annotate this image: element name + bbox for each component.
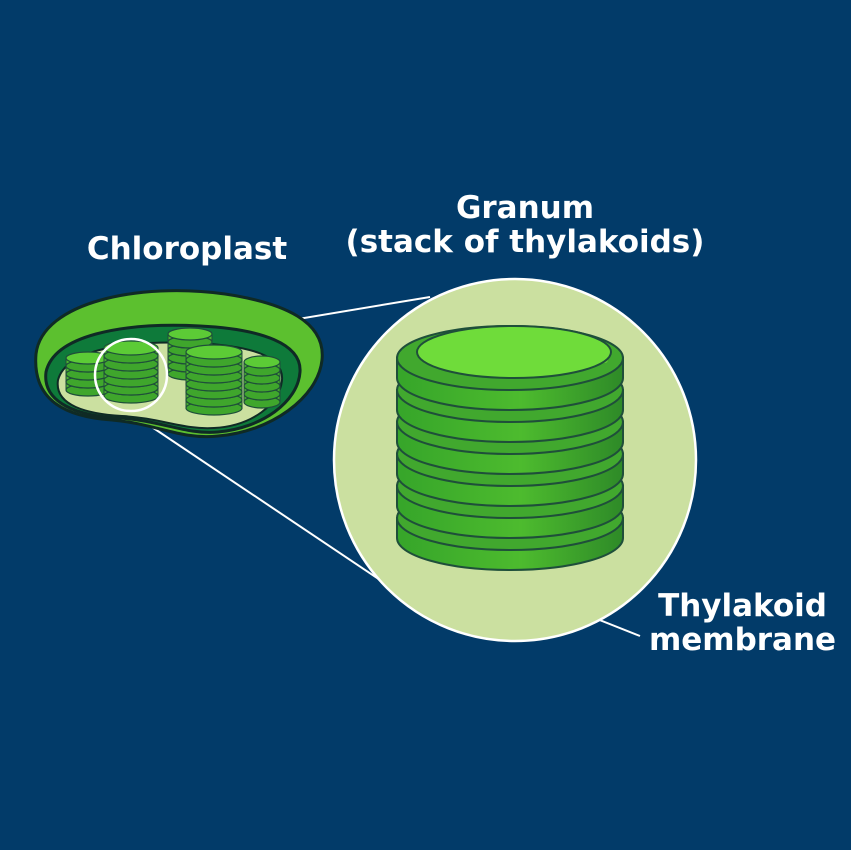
granum-label-line2: (stack of thylakoids) bbox=[345, 224, 705, 260]
small-granum-center bbox=[185, 344, 243, 416]
thylakoid-membrane-label: Thylakoid membrane bbox=[640, 589, 845, 657]
granum-label: Granum (stack of thylakoids) bbox=[330, 191, 720, 259]
thylakoid-top-face bbox=[416, 325, 612, 379]
chloroplast-label-text: Chloroplast bbox=[86, 231, 288, 267]
thylakoid-label-line1: Thylakoid bbox=[658, 588, 827, 624]
zoom-circle bbox=[93, 337, 169, 413]
granum-label-line1: Granum bbox=[455, 190, 595, 226]
small-granum-left bbox=[65, 351, 111, 397]
small-grana-group bbox=[65, 327, 281, 416]
thylakoid-label-line2: membrane bbox=[648, 622, 837, 658]
small-granum-right bbox=[243, 355, 281, 409]
small-granum-zoomed bbox=[103, 340, 159, 404]
granum-stack bbox=[396, 325, 624, 571]
callout-line-bottom bbox=[127, 410, 393, 589]
chloroplast-label: Chloroplast bbox=[80, 232, 294, 266]
